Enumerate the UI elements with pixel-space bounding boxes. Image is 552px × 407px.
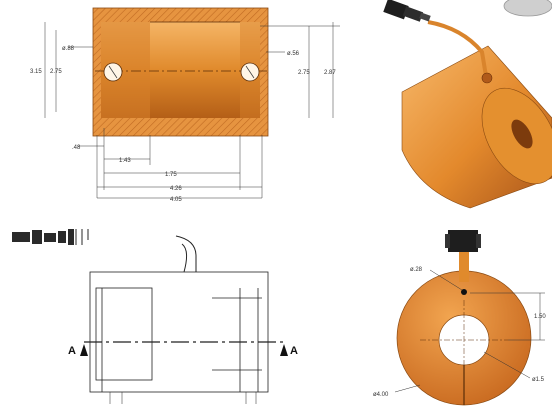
section-mark-right: A <box>290 345 298 357</box>
iso-connector <box>383 0 431 22</box>
dim-offset-small: .48 <box>72 145 81 151</box>
dim-width-2: 1.75 <box>165 172 177 178</box>
section-left-hole-mark <box>108 65 118 79</box>
end-outer-leader <box>394 384 421 393</box>
dim-height-right-1: 2.75 <box>298 70 310 76</box>
iso-cable-entry <box>481 72 493 84</box>
front-cable <box>175 235 197 272</box>
section-dimension-lines <box>44 22 334 199</box>
isometric-view <box>383 0 552 209</box>
section-arrow-right <box>280 344 288 356</box>
dim-width-3: 4.26 <box>170 186 182 192</box>
end-connector-tab-left <box>445 234 450 248</box>
dim-width-1: 1.43 <box>119 158 131 164</box>
front-outline <box>89 271 269 393</box>
dim-top-hole: ø.28 <box>410 267 423 273</box>
front-view <box>80 235 288 404</box>
end-view <box>394 230 545 406</box>
dim-bottom-right: ø1.5 <box>532 377 545 383</box>
dim-hole-dia: ø.88 <box>62 46 75 52</box>
end-cable-stem <box>459 250 469 282</box>
iso-cylinder-bore <box>511 119 533 149</box>
front-cable-2 <box>181 243 188 273</box>
dim-right-height: 1.50 <box>534 314 546 320</box>
end-bore-leader <box>483 351 531 379</box>
end-top-hole <box>461 289 467 295</box>
iso-cable <box>427 20 488 77</box>
dim-width-4: 4.05 <box>170 197 182 203</box>
end-top-leader <box>429 269 463 291</box>
dim-height-inner: 2.75 <box>50 69 62 75</box>
end-connector <box>448 230 478 252</box>
section-mark-left: A <box>68 345 76 357</box>
section-arrow-left <box>80 344 88 356</box>
small-bracket-detail <box>12 229 89 245</box>
dim-height-outer: 3.15 <box>30 69 42 75</box>
dim-outer-dia: ø4.00 <box>373 392 389 398</box>
dim-right-note: ø.56 <box>287 51 300 57</box>
dim-height-right-2: 2.87 <box>324 70 336 76</box>
iso-top-corner-disc <box>503 0 552 17</box>
section-view <box>92 7 340 137</box>
front-left-pocket <box>95 287 153 381</box>
section-right-hole-mark <box>245 65 255 79</box>
end-connector-tab-right <box>476 234 481 248</box>
